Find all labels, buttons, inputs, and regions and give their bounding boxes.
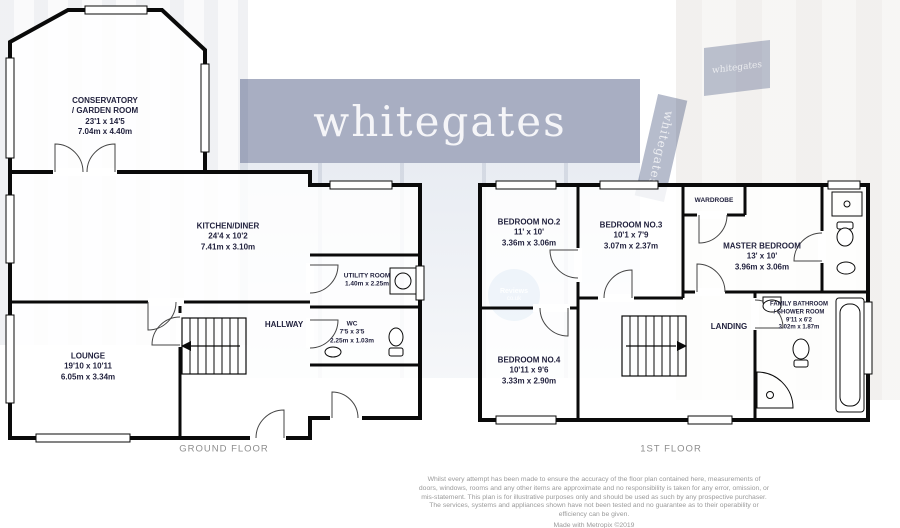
room-label-master-bedroom: MASTER BEDROOM 13' x 10' 3.96m x 3.06m bbox=[723, 241, 801, 272]
door-arc bbox=[696, 263, 726, 293]
room-label-bathroom: FAMILY BATHROOM / SHOWER ROOM 9'11 x 6'2… bbox=[770, 301, 828, 331]
window bbox=[5, 57, 15, 159]
room-label-bedroom4: BEDROOM NO.4 10'11 x 9'6 3.33m x 2.90m bbox=[497, 355, 561, 386]
disclaimer: Whilst every attempt has been made to en… bbox=[418, 476, 770, 528]
room-label-landing: LANDING bbox=[710, 321, 748, 331]
bathtub-icon bbox=[835, 297, 865, 413]
window bbox=[863, 301, 873, 375]
first-floor-outline bbox=[478, 183, 870, 422]
window bbox=[415, 265, 425, 301]
room-label-wc: WC 7'5 x 3'5 2.25m x 1.03m bbox=[329, 320, 375, 345]
first-floor-plan bbox=[478, 180, 873, 425]
toilet-cistern-icon bbox=[388, 347, 404, 357]
room-label-kitchen: KITCHEN/DINER 24'4 x 10'2 7.41m x 3.10m bbox=[196, 221, 260, 252]
room-label-hallway: HALLWAY bbox=[264, 319, 304, 329]
door-arc bbox=[86, 143, 116, 173]
sink-icon bbox=[324, 346, 342, 358]
door-arc bbox=[331, 391, 359, 419]
utility-fixtures bbox=[389, 267, 417, 295]
ensuite-fixtures bbox=[831, 191, 863, 275]
room-label-wardrobe: WARDROBE bbox=[694, 196, 734, 204]
window bbox=[495, 180, 557, 190]
conservatory-outline bbox=[8, 8, 207, 174]
window bbox=[599, 180, 659, 190]
ground-floor-outline bbox=[8, 170, 422, 440]
ground-floor-plan bbox=[5, 5, 425, 443]
ground-windows bbox=[5, 5, 425, 443]
shower-tray-icon bbox=[831, 191, 863, 217]
whitegates-logo-text: whitegates bbox=[313, 96, 567, 146]
door-arc bbox=[54, 143, 84, 173]
door-arc bbox=[603, 269, 633, 299]
bathroom-fixtures bbox=[756, 296, 865, 413]
window bbox=[200, 63, 210, 153]
ground-door-openings bbox=[53, 168, 362, 442]
first-door-openings bbox=[533, 211, 826, 330]
door-arc bbox=[255, 409, 285, 439]
room-label-lounge: LOUNGE 19'10 x 10'11 6.05m x 3.34m bbox=[60, 351, 116, 382]
window bbox=[5, 194, 15, 264]
door-arc bbox=[539, 307, 569, 337]
first-door-arcs bbox=[539, 214, 823, 337]
window bbox=[495, 415, 557, 425]
shower-icon bbox=[756, 371, 794, 409]
door-arc bbox=[309, 319, 339, 349]
window bbox=[35, 433, 131, 443]
disclaimer-text: Whilst every attempt has been made to en… bbox=[418, 476, 770, 519]
window bbox=[827, 180, 861, 190]
toilet-cistern-icon bbox=[793, 359, 809, 368]
wc-fixtures bbox=[324, 327, 404, 358]
toilet-icon bbox=[836, 227, 854, 247]
door-arc bbox=[793, 232, 823, 262]
window bbox=[5, 314, 15, 404]
ground-door-arcs bbox=[54, 143, 359, 439]
sink-icon bbox=[836, 261, 856, 275]
door-arc bbox=[147, 301, 177, 331]
window bbox=[329, 180, 393, 190]
window bbox=[84, 5, 148, 15]
first-floor-caption: 1ST FLOOR bbox=[640, 443, 702, 455]
room-label-bedroom3: BEDROOM NO.3 10'1 x 7'9 3.07m x 2.37m bbox=[599, 220, 663, 251]
room-label-conservatory: CONSERVATORY / GARDEN ROOM 23'1 x 14'5 7… bbox=[71, 96, 139, 137]
window bbox=[687, 415, 733, 425]
room-label-bedroom2: BEDROOM NO.2 11' x 10' 3.36m x 3.06m bbox=[497, 217, 561, 248]
door-arc bbox=[151, 316, 181, 346]
ground-floor-caption: GROUND FLOOR bbox=[179, 443, 269, 455]
whitegates-sign: whitegates bbox=[240, 79, 640, 163]
first-stairs-icon bbox=[621, 315, 687, 377]
ground-stairs-icon bbox=[181, 317, 247, 375]
metropix-credit: Made with Metropix ©2019 bbox=[553, 522, 635, 528]
toilet-icon bbox=[388, 327, 404, 347]
toilet-icon bbox=[792, 338, 810, 360]
door-arc bbox=[309, 264, 339, 294]
room-label-utility: UTILITY ROOM 1.40m x 2.25m bbox=[343, 272, 391, 288]
door-arc bbox=[698, 214, 728, 244]
door-arc bbox=[549, 249, 579, 279]
washer-icon bbox=[389, 267, 417, 295]
